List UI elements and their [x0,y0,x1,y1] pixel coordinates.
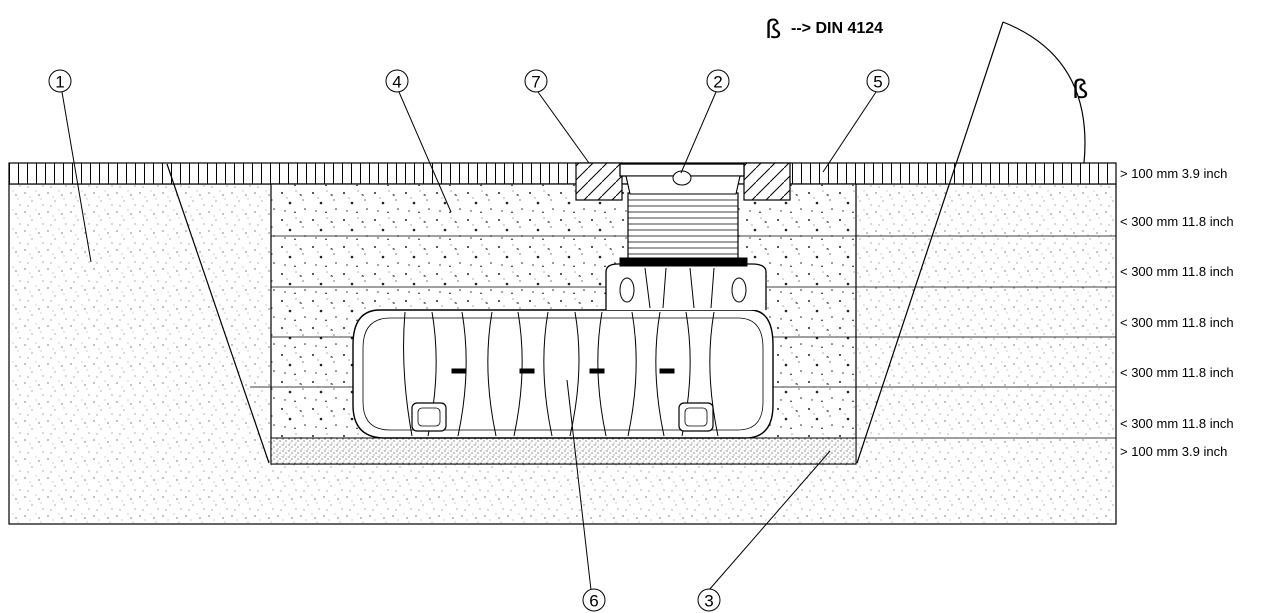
callout-7-label: 7 [531,73,540,92]
callout-4-label: 4 [392,73,401,92]
header-din-reference: --> DIN 4124 [791,20,883,37]
rainwater-tank [352,263,774,439]
callout-2-label: 2 [713,73,722,92]
layer-label-3: < 300 mm 11.8 inch [1120,315,1234,330]
manhole-cover [619,163,745,195]
layer-label-4: < 300 mm 11.8 inch [1120,365,1234,380]
callout-1: 1 [48,69,72,93]
callout-5: 5 [866,69,890,93]
sand-bed [270,437,857,465]
concrete-collar-right [743,162,791,201]
layer-label-paving: > 100 mm 3.9 inch [1120,166,1227,181]
header-beta-symbol: ß [765,15,781,45]
layer-label-5: < 300 mm 11.8 inch [1120,416,1234,431]
leader-lines [61,91,877,591]
callout-6-label: 6 [589,592,598,611]
layer-label-1: < 300 mm 11.8 inch [1120,214,1234,229]
layer-label-2: < 300 mm 11.8 inch [1120,264,1234,279]
beta-angle-arc [1002,21,1086,164]
concrete-collar-left [575,162,623,201]
callout-5-label: 5 [873,73,882,92]
callout-3: 3 [697,588,721,612]
callout-2: 2 [706,69,730,93]
slope-line-left [166,163,270,464]
callout-1-label: 1 [55,73,64,92]
callout-4: 4 [385,69,409,93]
callout-3-label: 3 [704,592,713,611]
slope-line-right [856,21,1004,464]
layer-label-sand-bed: > 100 mm 3.9 inch [1120,444,1227,459]
telescopic-shaft [619,192,748,267]
angle-beta-label: ß [1072,75,1088,105]
callout-7: 7 [524,69,548,93]
callout-6: 6 [582,588,606,612]
